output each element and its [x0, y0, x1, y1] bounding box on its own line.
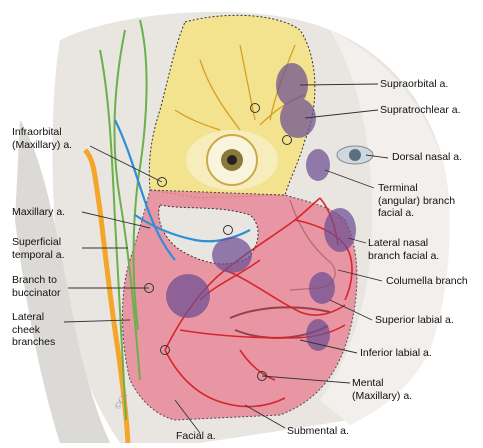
label-facial: Facial a.: [176, 430, 216, 443]
right-iris: [349, 149, 361, 161]
label-lateral-nasal: Lateral nasal branch facial a.: [368, 237, 439, 262]
label-inferior-labial: Inferior labial a.: [360, 347, 432, 360]
label-buccinator: Branch to buccinator: [12, 274, 60, 299]
label-superior-labial: Superior labial a.: [375, 314, 454, 327]
label-dorsal-nasal: Dorsal nasal a.: [392, 151, 462, 164]
label-maxillary: Maxillary a.: [12, 206, 65, 219]
label-columella: Columella branch: [386, 275, 468, 288]
label-supraorbital: Supraorbital a.: [380, 78, 448, 91]
label-terminal-angular: Terminal (angular) branch facial a.: [378, 182, 455, 220]
label-mental: Mental (Maxillary) a.: [352, 377, 412, 402]
label-superficial-temporal: Superficial temporal a.: [12, 236, 65, 261]
label-lateral-cheek: Lateral cheek branches: [12, 311, 55, 349]
left-pupil: [227, 155, 237, 165]
label-submental: Submental a.: [287, 425, 349, 438]
label-supratrochlear: Supratrochlear a.: [380, 104, 461, 117]
label-infraorbital: Infraorbital (Maxillary) a.: [12, 126, 72, 151]
